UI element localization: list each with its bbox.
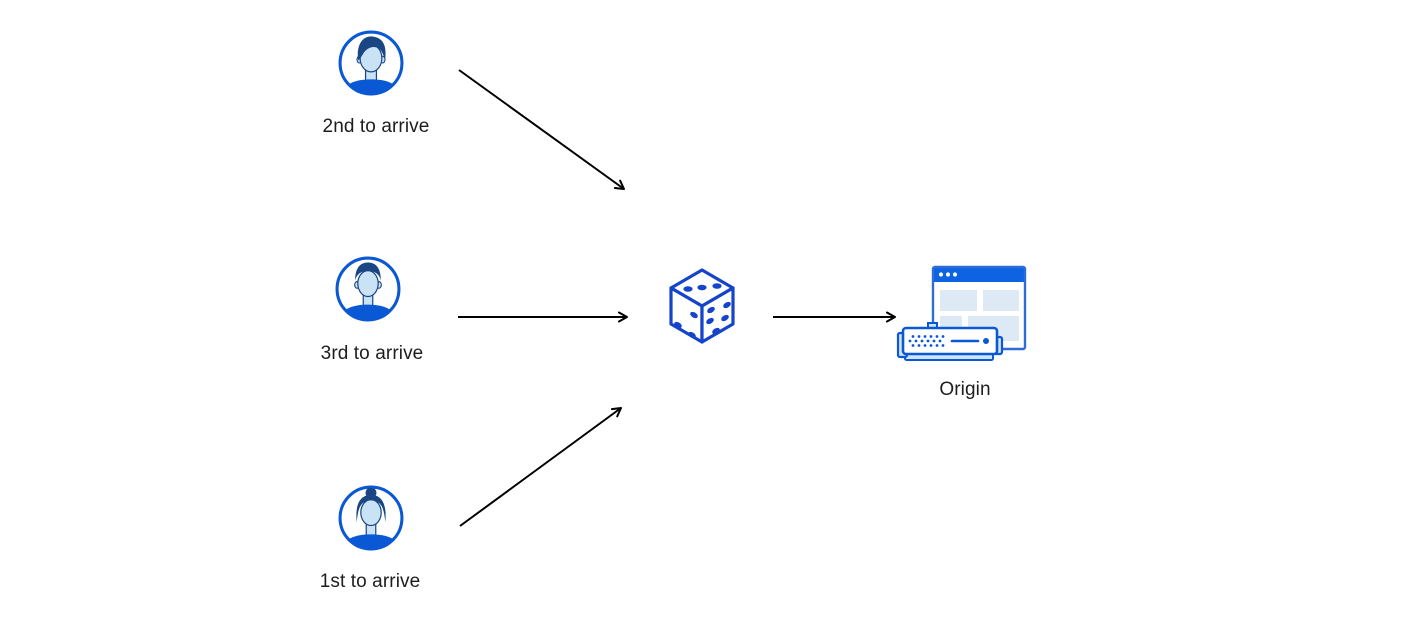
server-body — [901, 326, 999, 356]
avatar-hair — [355, 262, 381, 281]
server-icon — [896, 322, 1004, 361]
dice-right-face — [700, 286, 735, 344]
dice-pips — [674, 283, 731, 339]
avatar-hair — [356, 494, 386, 523]
avatar-hair — [357, 36, 386, 61]
user-node-2nd — [337, 29, 405, 102]
origin-node — [895, 262, 1030, 371]
server-status-dot — [983, 338, 989, 344]
origin-browser-server-icon — [896, 265, 1027, 361]
arrow-2nd-to-dice — [458, 69, 625, 190]
user-label-2nd: 2nd to arrive — [322, 116, 430, 137]
browser-titlebar-dots-icon — [938, 272, 958, 277]
user-node-1st — [337, 484, 405, 557]
server-vent-dots — [908, 335, 945, 347]
avatar-face — [360, 499, 382, 527]
male-avatar-swept-hair-icon — [338, 30, 404, 96]
user-label-3rd: 3rd to arrive — [320, 343, 424, 364]
origin-label: Origin — [939, 379, 991, 400]
male-avatar-short-hair-icon — [335, 256, 401, 322]
dice-node — [664, 265, 740, 352]
avatar-face — [357, 270, 379, 298]
dice-random-selector-icon — [669, 268, 735, 344]
user-node-3rd — [334, 255, 402, 328]
arrow-1st-to-dice — [459, 407, 622, 527]
female-avatar-bun-icon — [338, 485, 404, 551]
browser-titlebar — [933, 267, 1025, 282]
user-label-1st: 1st to arrive — [319, 571, 421, 592]
